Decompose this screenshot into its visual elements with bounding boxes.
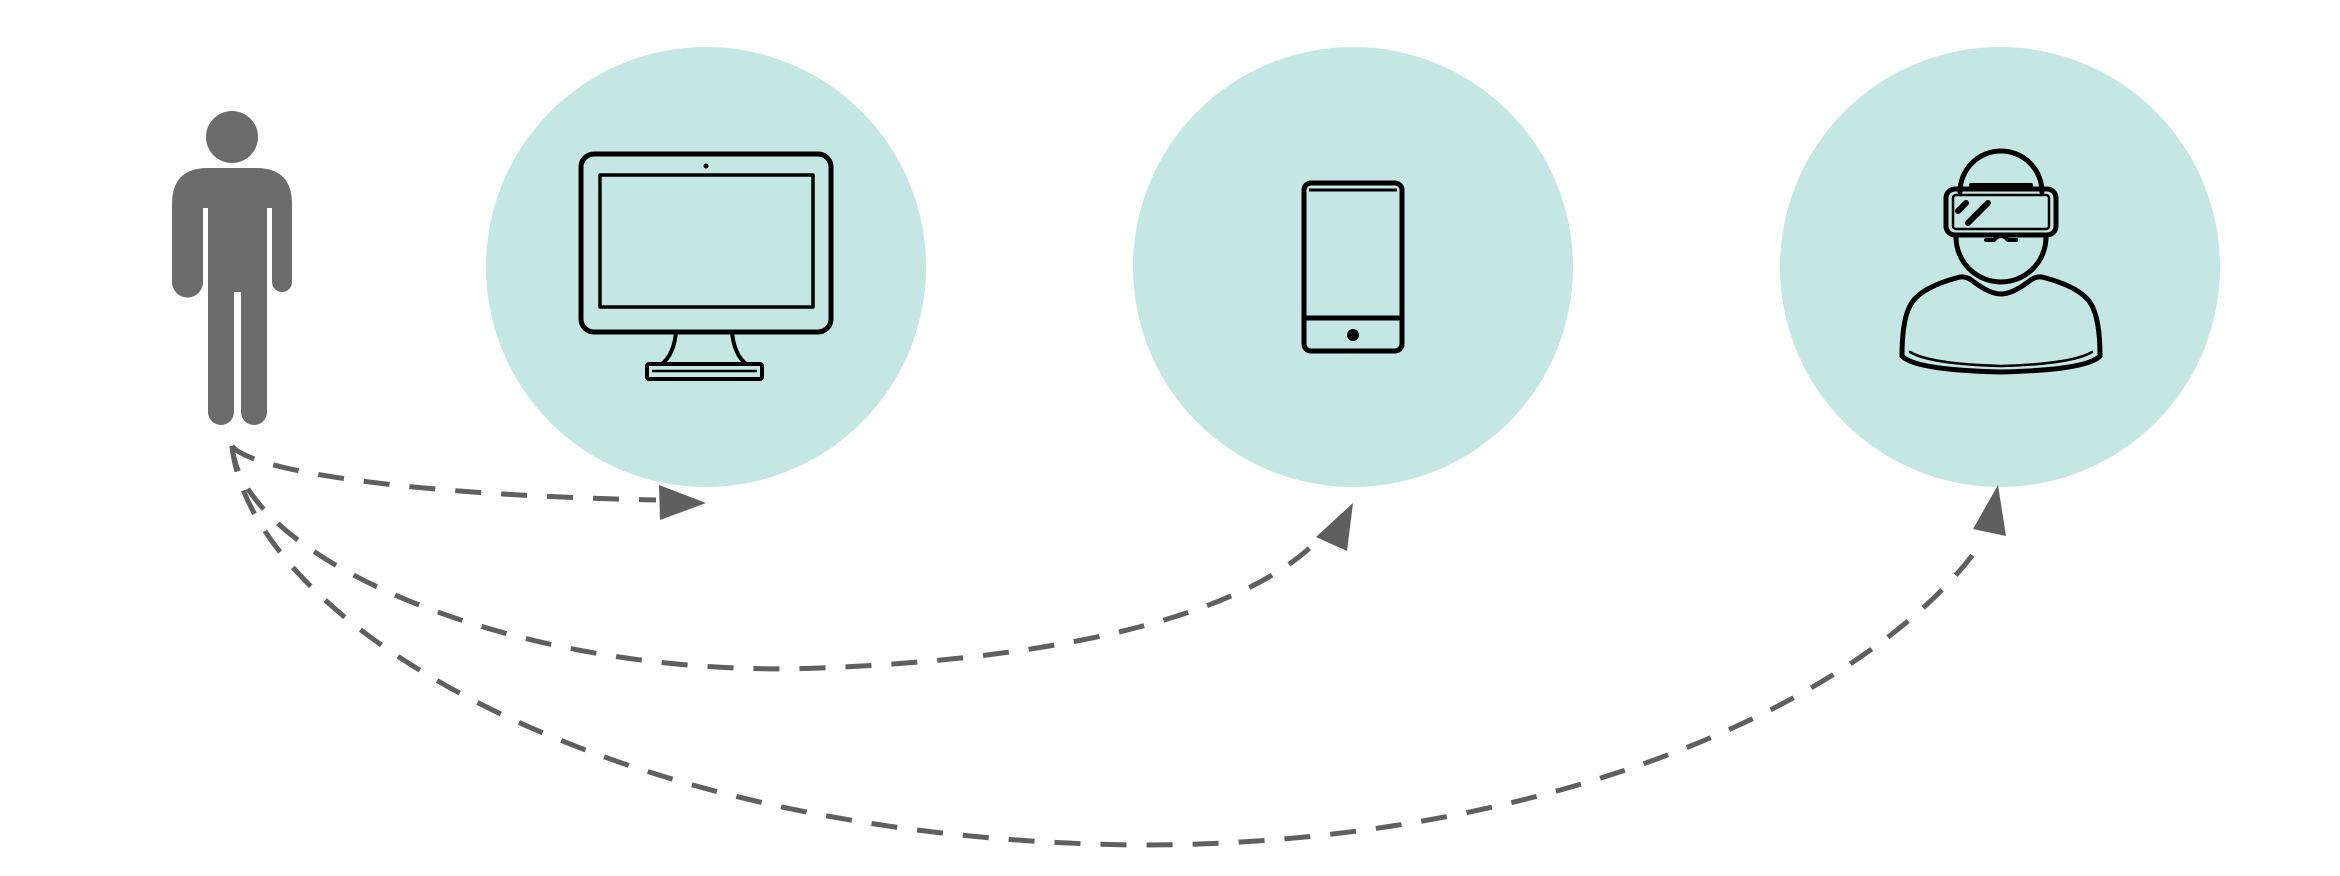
arrow-user-to-desktop	[230, 444, 657, 503]
mobile-circle	[1133, 47, 1573, 487]
vr-headset-user-icon	[1899, 148, 2103, 375]
monitor-icon	[578, 151, 834, 381]
arrowhead-desktop	[659, 485, 706, 520]
person-icon	[172, 111, 292, 425]
arrowhead-vr	[1973, 485, 2006, 536]
connection-arrows	[229, 444, 2006, 848]
desktop-circle	[486, 47, 926, 487]
vr-circle	[1780, 47, 2220, 487]
arrow-user-to-mobile	[229, 445, 1320, 672]
arrow-user-to-vr	[229, 445, 1983, 848]
arrowhead-mobile	[1316, 503, 1353, 551]
smartphone-icon	[1301, 180, 1405, 354]
